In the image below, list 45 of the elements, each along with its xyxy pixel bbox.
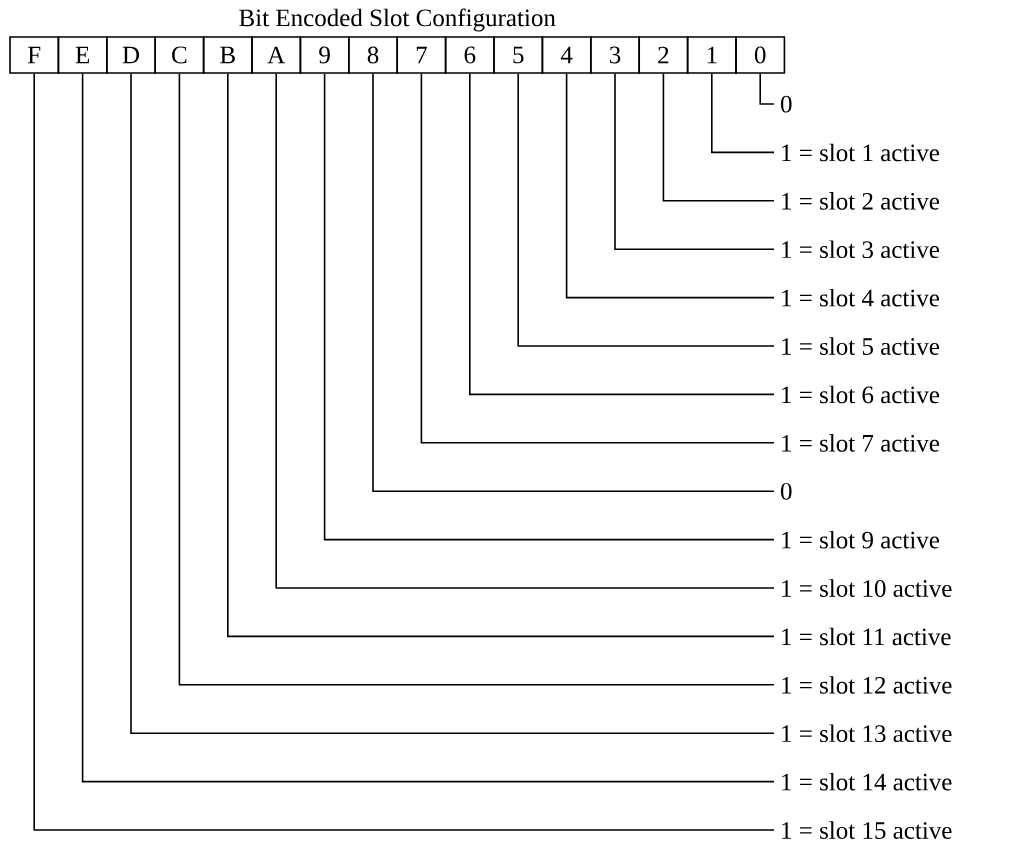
bit-cell: 8 bbox=[348, 36, 398, 74]
bit-description: 1 = slot 7 active bbox=[782, 434, 940, 452]
leader-line bbox=[759, 73, 775, 105]
leader-line bbox=[372, 73, 775, 492]
bit-cell: E bbox=[57, 36, 108, 74]
bit-cell: A bbox=[251, 36, 302, 74]
leader-line bbox=[420, 73, 775, 444]
bit-cell: C bbox=[154, 36, 205, 74]
bit-description: 1 = slot 2 active bbox=[782, 192, 940, 210]
leader-line bbox=[323, 73, 775, 541]
leader-line bbox=[614, 73, 775, 250]
bit-cell: F bbox=[9, 36, 60, 74]
leader-line bbox=[469, 73, 775, 396]
bit-description: 0 bbox=[780, 95, 792, 113]
bit-description: 1 = slot 13 active bbox=[782, 724, 952, 743]
bit-description: 1 = slot 15 active bbox=[782, 821, 952, 839]
bit-cell: 5 bbox=[493, 36, 544, 74]
bit-description: 1 = slot 10 active bbox=[782, 579, 952, 597]
bit-cell: B bbox=[202, 36, 253, 74]
bit-cell: 7 bbox=[396, 36, 447, 74]
leader-line bbox=[565, 73, 775, 299]
bit-description: 1 = slot 4 active bbox=[782, 288, 940, 307]
bit-cell: 1 bbox=[686, 36, 737, 74]
bit-cell: 4 bbox=[541, 36, 592, 74]
leader-line bbox=[275, 73, 775, 589]
bit-cell: 9 bbox=[299, 36, 350, 74]
bit-description: 1 = slot 12 active bbox=[782, 676, 952, 694]
bit-cell: D bbox=[106, 36, 156, 74]
bit-cell: 0 bbox=[735, 36, 786, 74]
bit-description: 1 = slot 14 active bbox=[782, 772, 952, 791]
leader-line bbox=[662, 73, 775, 202]
leader-line bbox=[711, 73, 775, 154]
bit-description: 1 = slot 6 active bbox=[782, 385, 940, 404]
bit-description: 1 = slot 1 active bbox=[782, 143, 940, 162]
leader-line bbox=[227, 73, 775, 638]
bit-description: 1 = slot 9 active bbox=[782, 530, 940, 549]
bit-description: 1 = slot 3 active bbox=[782, 240, 940, 259]
title: Bit Encoded Slot Configuration bbox=[239, 8, 556, 32]
bit-description: 1 = slot 5 active bbox=[782, 337, 940, 355]
bit-cell: 2 bbox=[638, 36, 689, 74]
bit-description: 0 bbox=[780, 482, 792, 500]
bit-cell: 3 bbox=[590, 36, 640, 74]
leader-line bbox=[517, 73, 775, 347]
bit-description: 1 = slot 11 active bbox=[782, 627, 951, 646]
bit-cell: 6 bbox=[444, 36, 495, 74]
